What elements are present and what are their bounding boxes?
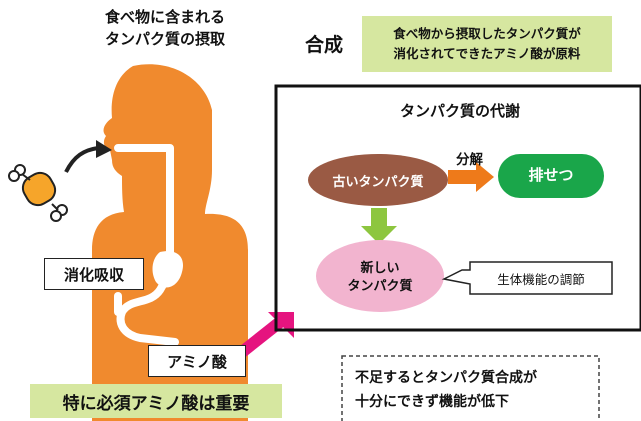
synthesis-note: 食べ物から摂取したタンパク質が 消化されてできたアミノ酸が原料 (362, 16, 612, 72)
curved-arrow-icon (64, 140, 112, 173)
amino-acid-label: アミノ酸 (148, 345, 246, 377)
regulation-text: 生体機能の調節 (497, 272, 585, 287)
new-protein-node (316, 240, 444, 312)
excretion-node (498, 154, 604, 198)
warning-text: 不足するとタンパク質合成が 十分にできず機能が低下 (355, 366, 595, 414)
intake-title: 食べ物に含まれる タンパク質の摂取 (70, 6, 260, 50)
old-protein-text: 古いタンパク質 (332, 175, 424, 190)
synthesis-note-line2: 消化されてできたアミノ酸が原料 (393, 46, 581, 61)
warning-box (341, 355, 600, 421)
old-protein-node (308, 154, 448, 206)
synthesis-note-line1: 食べ物から摂取したタンパク質が (393, 26, 581, 41)
warning-line1: 不足するとタンパク質合成が (355, 370, 537, 386)
regulation-callout (441, 261, 613, 295)
new-protein-line1: 新しい (360, 261, 400, 276)
meat-icon (8, 164, 68, 222)
metabolism-box (274, 84, 641, 332)
breakdown-text: 分解 (456, 152, 483, 168)
stomach (152, 251, 184, 288)
synthesis-label: 合成 (305, 34, 344, 56)
excretion-text: 排せつ (528, 166, 574, 184)
digestion-label: 消化吸収 (44, 258, 144, 290)
warning-line2: 十分にできず機能が低下 (355, 394, 509, 410)
breakdown-arrow (448, 162, 494, 192)
metabolism-title: タンパク質の代謝 (399, 102, 520, 120)
intake-title-line1: 食べ物に含まれる (104, 8, 225, 26)
new-protein-text: 新しい タンパク質 (330, 260, 430, 296)
essential-note: 特に必須アミノ酸は重要 (30, 384, 282, 418)
synthesis-down-arrow (361, 208, 397, 244)
intake-title-line2: タンパク質の摂取 (104, 30, 225, 48)
new-protein-line2: タンパク質 (347, 279, 413, 294)
